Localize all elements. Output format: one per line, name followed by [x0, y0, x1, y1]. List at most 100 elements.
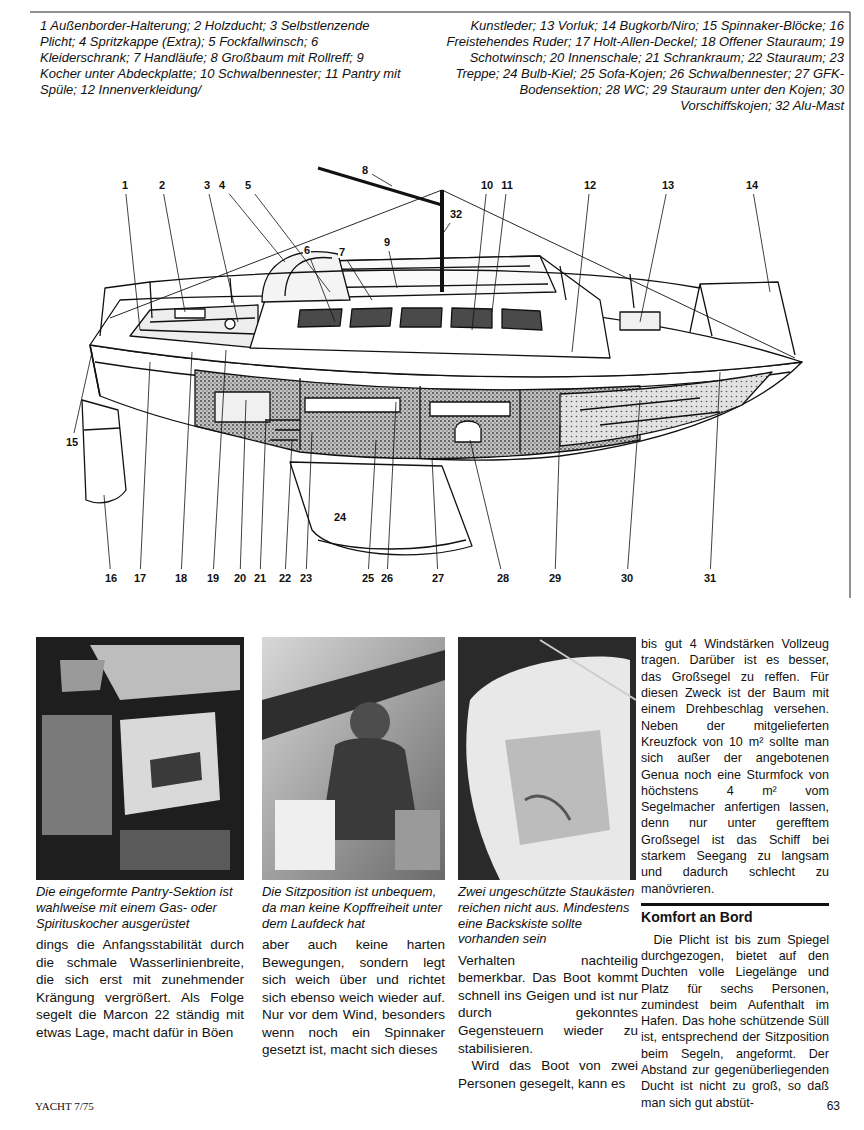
callout-number: 3 — [203, 179, 211, 191]
leader-line — [369, 440, 376, 569]
body-text: dings die Anfangsstabilität durch die sc… — [36, 936, 244, 1041]
text-column: Zwei ungeschützte Staukästen reichen nic… — [458, 884, 638, 1092]
callout-number: 27 — [431, 572, 445, 584]
leader-line — [311, 259, 336, 322]
bow-pulpit — [690, 282, 795, 355]
callout-number: 16 — [104, 572, 118, 584]
callout-number: 19 — [206, 572, 220, 584]
photo-line — [540, 640, 636, 700]
callout-number: 31 — [703, 572, 717, 584]
callout-number: 28 — [496, 572, 510, 584]
callout-number: 20 — [233, 572, 247, 584]
text-column: Die Sitzposition ist unbequem, da man ke… — [262, 884, 445, 1059]
callout-number: 22 — [278, 572, 292, 584]
photo-cockpit — [458, 637, 636, 880]
leader-line — [640, 194, 666, 322]
wc-base — [455, 428, 481, 442]
callout-number: 7 — [338, 246, 346, 258]
photo-sink — [150, 752, 202, 788]
page-number: 63 — [790, 1100, 840, 1113]
leader-line — [348, 261, 372, 300]
figure-frame — [30, 12, 850, 598]
photo-hull — [466, 656, 630, 880]
leader-line — [710, 372, 720, 569]
cockpit — [130, 305, 258, 348]
leader-lines — [74, 174, 770, 569]
settee-berth — [430, 402, 510, 416]
cabin-window — [298, 308, 542, 330]
photo-caption: Die eingeformte Pantry-Sektion ist wahlw… — [36, 884, 244, 931]
photo-window — [90, 645, 240, 700]
callout-number: 5 — [244, 179, 252, 191]
photo-seat — [262, 637, 445, 880]
stern-pulpit — [100, 282, 152, 336]
photo-person — [350, 702, 390, 742]
parts-legend: Kunstleder; 13 Vorluk; 14 Bugkorb/Niro; … — [436, 18, 844, 114]
keel-bulb-line — [318, 540, 466, 549]
callout-number: 11 — [500, 179, 514, 191]
callout-number: 21 — [253, 572, 267, 584]
photo-pantry — [36, 637, 244, 880]
page-footer: YACHT 7/75 — [35, 1100, 185, 1113]
photo-rope — [525, 796, 570, 820]
sprayhood-bow — [285, 257, 332, 296]
cockpit-seat — [140, 318, 256, 334]
leader-line — [372, 174, 392, 186]
leader-line — [260, 420, 266, 569]
callout-number: 25 — [361, 572, 375, 584]
callout-number: 23 — [299, 572, 313, 584]
body-text: Verhalten nachteilig bemerkbar. Das Boot… — [458, 952, 638, 1057]
leader-line — [572, 194, 589, 352]
text-column: bis gut 4 Windstärken Vollzeug tragen. D… — [641, 636, 829, 1111]
photo-sole — [505, 730, 610, 845]
photo-panel — [120, 712, 220, 815]
callout-number: 10 — [480, 179, 494, 191]
callout-number: 24 — [333, 511, 347, 523]
leader-line — [555, 425, 560, 569]
leader-line — [389, 251, 397, 288]
leader-line — [754, 194, 770, 292]
photo-caption: Zwei ungeschützte Staukästen reichen nic… — [458, 884, 638, 947]
photo-panel — [275, 800, 335, 870]
callout-number: 32 — [449, 208, 463, 220]
parts-legend: 1 Außenborder-Halterung; 2 Holzducht; 3 … — [40, 18, 408, 98]
leader-line — [140, 362, 150, 569]
leader-line — [181, 352, 192, 569]
text-column: Die eingeformte Pantry-Sektion ist wahlw… — [36, 884, 244, 1041]
hatch-cover — [175, 309, 205, 318]
photo — [458, 637, 636, 880]
callout-number: 26 — [380, 572, 394, 584]
companion-steps — [265, 420, 300, 440]
sprayhood — [262, 252, 350, 302]
body-text: bis gut 4 Windstärken Vollzeug tragen. D… — [641, 636, 829, 897]
callout-number: 18 — [174, 572, 188, 584]
callout-number: 30 — [620, 572, 634, 584]
stanchion — [230, 266, 634, 308]
leader-line — [214, 350, 226, 569]
callout-number: 2 — [158, 179, 166, 191]
photo-caption: Die Sitzposition ist unbequem, da man ke… — [262, 884, 445, 931]
leader-line — [444, 223, 450, 232]
photo — [36, 637, 244, 880]
leader-line — [492, 194, 506, 312]
photo — [262, 637, 445, 880]
forestay — [442, 190, 795, 358]
callout-number: 14 — [745, 179, 759, 191]
leader-line — [387, 402, 396, 569]
callout-number: 29 — [548, 572, 562, 584]
rudder — [82, 400, 126, 503]
photo-panel — [395, 810, 440, 870]
backstay — [110, 190, 442, 318]
body-text: Wird das Boot von zwei Personen gesegelt… — [458, 1057, 638, 1092]
leader-line — [126, 194, 140, 330]
leader-line — [472, 194, 486, 330]
callout-number: 9 — [383, 236, 391, 248]
body-text: aber auch keine harten Bewegungen, sonde… — [262, 936, 445, 1059]
leader-line — [209, 194, 238, 322]
rudder-line — [84, 428, 120, 430]
forward-berth — [580, 398, 720, 425]
photo-panel — [42, 715, 112, 835]
callout-number: 12 — [583, 179, 597, 191]
winch — [225, 319, 235, 329]
